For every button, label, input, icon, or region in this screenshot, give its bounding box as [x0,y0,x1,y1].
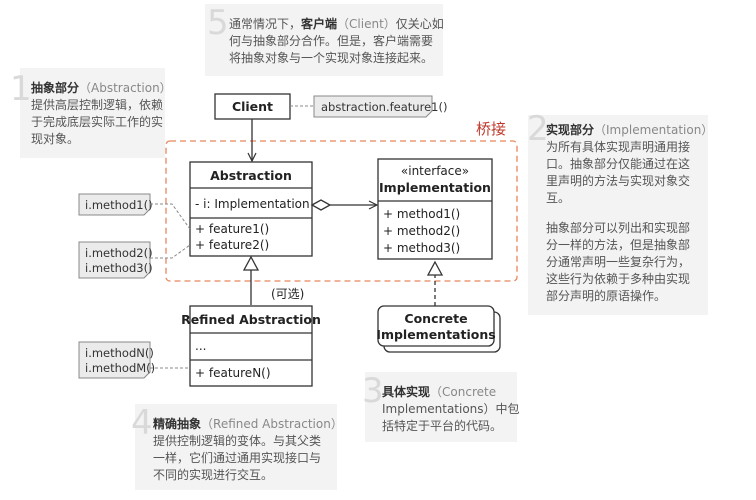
abstraction-field: - i: Implementation [195,197,310,211]
annotation-3-line: Implementations）中包 [382,401,520,416]
abstraction-method: + feature2() [195,238,269,252]
annotation-5-line: 将抽象对象与一个实现对象连接起来。 [229,50,433,65]
annotation-1-heading: 抽象部分（Abstraction） [31,80,172,95]
concrete-title: Implementations [376,327,495,342]
annotation-4-number: 4 [131,403,153,443]
refined-inheritance-triangle [242,255,260,271]
annotation-2-line: 分一样的方法，但是抽象部 [546,237,690,252]
annotation-2-bg [528,115,708,315]
annotation-2-line: 里声明的方法与实现对象交 [546,173,690,188]
annotation-2-line: 这些行为依赖于多种由实现 [546,271,690,286]
implementation-interface [377,158,493,260]
feature2-note [78,241,151,279]
implementation-stereotype: «interface» [401,164,469,178]
concrete-implementations-class [377,305,495,347]
abstraction-method: + feature1() [195,222,269,236]
annotation-5-line: 何与抽象部分合作。但是，客户端需要 [229,33,433,48]
abstraction-class-title: Abstraction [210,168,292,183]
annotation-3-heading: 具体实现（Concrete [382,384,496,399]
annotation-2-number: 2 [527,109,549,149]
annotation-4-line: 提供控制逻辑的变体。与其父类 [153,433,321,448]
annotation-5-bg [205,4,443,76]
feature1-note [78,193,151,216]
client-class-title: Client [232,99,273,114]
annotation-5-number: 5 [207,3,229,43]
featureN-note-text: i.methodN() [85,346,154,360]
annotation-2-line: 口。抽象部分仅能通过在这 [546,156,690,171]
implementation-title: Implementation [379,180,491,195]
implementation-method: + method2() [383,224,460,238]
concrete-realization-triangle [426,260,444,276]
feature2-note-text: i.method3() [85,261,153,275]
annotation-2-heading: 实现部分（Implementation） [546,122,713,137]
annotation-3-bg [365,372,517,442]
annotation-1-line: 于完成底层实际工作的实 [31,114,163,129]
annotation-1-number: 1 [10,69,32,109]
implementation-method: + method1() [383,207,460,221]
bridge-boundary [165,140,518,282]
feature1-note-text: i.method1() [85,198,153,212]
refined-abstraction-class [189,305,313,387]
refined-method: + featureN() [195,366,271,380]
client-note-text: abstraction.feature1() [321,100,447,114]
annotation-1-line: 现对象。 [31,132,79,146]
feature1-note-connector [150,203,191,230]
annotation-1-bg [20,68,165,158]
concrete-title: Concrete [404,311,467,326]
refined-field: ... [195,339,206,353]
annotation-2-line: 为所有具体实现声明通用接 [546,139,690,154]
annotation-2-line: 部分声明的原语操作。 [546,288,666,303]
annotation-3-line: 括特定于平台的代码。 [382,418,502,433]
annotation-2-line: 互。 [546,191,570,205]
annotation-4-line: 不同的实现进行交互。 [153,467,273,482]
client-note [313,95,433,118]
annotation-4-bg [135,404,337,490]
annotation-2-line: 抽象部分可以列出和实现部 [546,220,690,235]
annotation-3-number: 3 [362,371,384,411]
annotation-2-line: 分通常声明一些复杂行为， [546,255,690,269]
implementation-method: + method3() [383,241,460,255]
bridge-label: 桥接 [476,120,506,138]
annotation-4-heading: 精确抽象（Refined Abstraction） [153,416,343,431]
annotation-4-line: 一样，它们通过通用实现接口与 [153,450,321,465]
feature2-note-connector [150,244,191,259]
refined-abstraction-title: Refined Abstraction [181,312,321,327]
aggregation-diamond [310,199,332,211]
annotation-1-line: 提供高层控制逻辑，依赖 [31,97,163,112]
feature2-note-text: i.method2() [85,246,153,260]
featureN-note [78,341,151,379]
featureN-note-text: i.methodM() [85,361,155,375]
annotation-5-text: 通常情况下，客户端（Client）仅关心如 [229,16,444,31]
optional-label: (可选) [271,287,304,301]
